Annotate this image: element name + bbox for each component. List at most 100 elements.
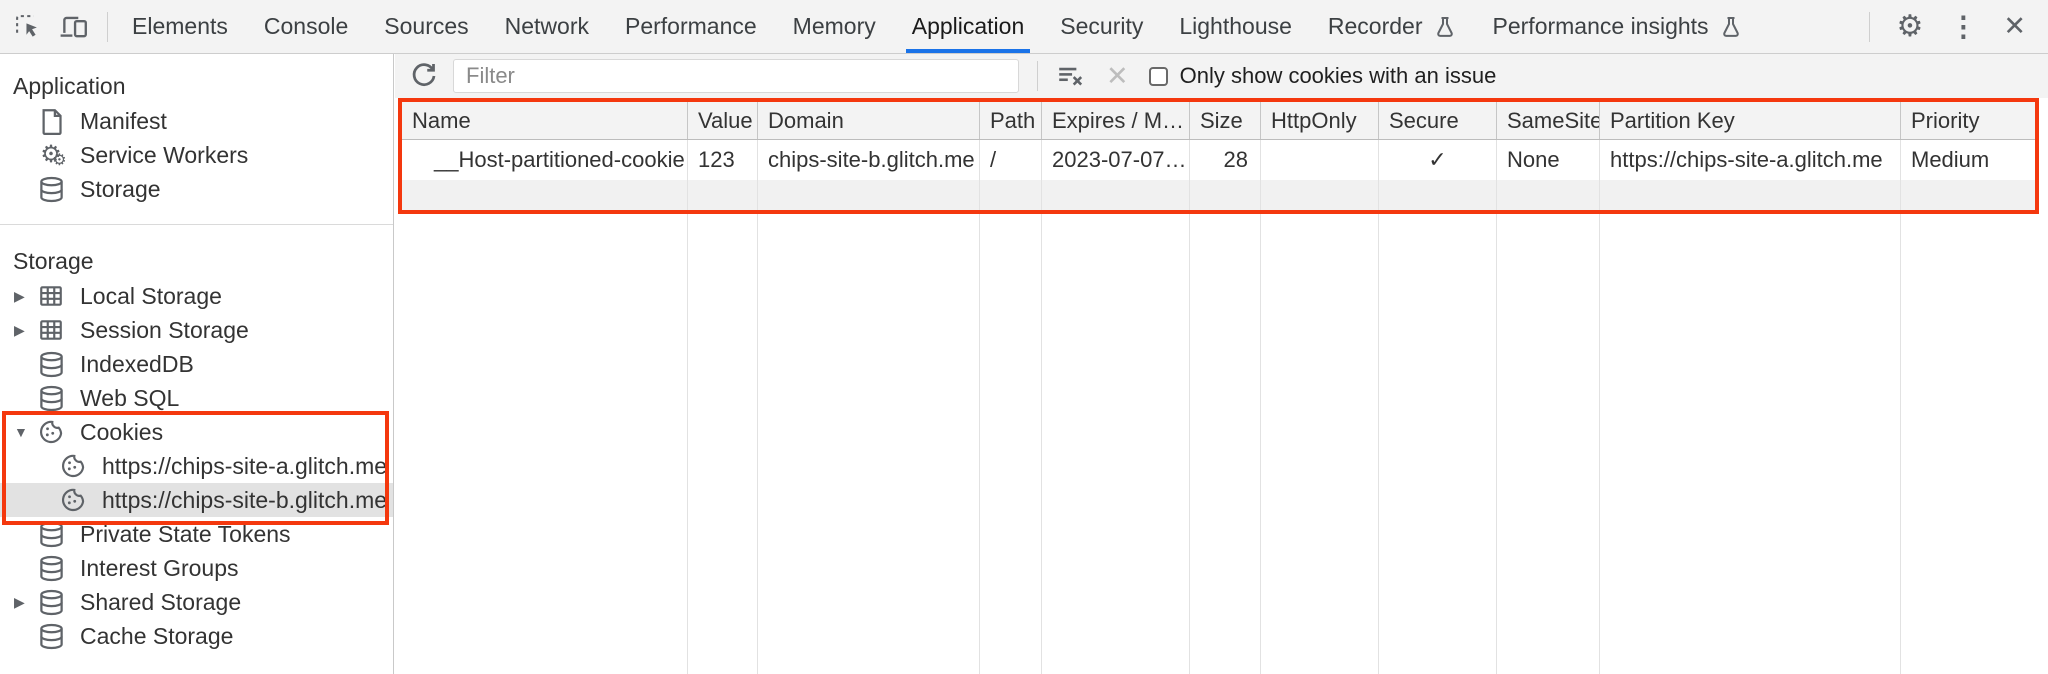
- sidebar-item-label: IndexedDB: [80, 350, 194, 377]
- inspect-element-icon[interactable]: [14, 13, 41, 40]
- settings-gear-icon[interactable]: ⚙: [1896, 9, 1924, 43]
- tab-label: Recorder: [1327, 13, 1423, 39]
- column-header-priority[interactable]: Priority: [1911, 107, 1980, 133]
- section-header-application: Application: [13, 72, 126, 99]
- sidebar-item-label: https://chips-site-b.glitch.me: [102, 486, 388, 513]
- tab-label: Application: [911, 13, 1025, 39]
- grid-column-line: [1379, 214, 1497, 674]
- database-icon: [36, 385, 66, 412]
- sidebar-item-https-chips-site-a-glitch-me[interactable]: https://chips-site-a.glitch.me: [0, 449, 393, 483]
- grid-column-line: [1190, 214, 1261, 674]
- expand-arrow-icon[interactable]: ▶: [14, 593, 25, 610]
- column-header-domain[interactable]: Domain: [758, 102, 980, 139]
- expand-arrow-icon[interactable]: ▶: [14, 287, 25, 304]
- grid-column-line: [402, 214, 688, 674]
- tab-label: Console: [263, 13, 349, 39]
- column-header-size[interactable]: Size: [1190, 102, 1261, 139]
- expand-arrow-icon[interactable]: ▶: [14, 321, 25, 338]
- devtools-tabbar: Elements Console Sources Network Performance…: [0, 0, 2048, 54]
- column-header-httponly[interactable]: HttpOnly: [1261, 102, 1379, 139]
- database-icon: [36, 555, 66, 582]
- device-toolbar-icon[interactable]: [59, 13, 89, 40]
- gears-icon: ⚙⚙: [40, 141, 67, 169]
- column-header-path[interactable]: Path: [980, 102, 1042, 139]
- grid-column-line: [688, 214, 758, 674]
- more-menu-icon[interactable]: ⋮: [1949, 10, 1978, 42]
- sidebar-item-session-storage[interactable]: ▶Session Storage: [0, 313, 393, 347]
- empty-cell: [758, 180, 980, 210]
- tab-label: Lighthouse: [1179, 13, 1292, 39]
- tab-elements[interactable]: Elements: [114, 0, 246, 53]
- sidebar-item-label: https://chips-site-a.glitch.me: [102, 452, 388, 479]
- sidebar-item-service-workers[interactable]: ⚙⚙ Service Workers: [0, 138, 393, 172]
- close-devtools-icon[interactable]: ✕: [2003, 11, 2026, 41]
- sidebar-item-label: Service Workers: [80, 141, 249, 168]
- column-header-secure[interactable]: Secure: [1379, 102, 1497, 139]
- tab-label: Memory: [792, 13, 876, 39]
- tab-console[interactable]: Console: [246, 0, 366, 53]
- sidebar-item-label: Storage: [80, 175, 161, 202]
- tab-performance[interactable]: Performance: [607, 0, 775, 53]
- tab-network[interactable]: Network: [487, 0, 607, 53]
- column-header-partition-key[interactable]: Partition Key: [1600, 102, 1901, 139]
- grid-column-line: [1901, 214, 2035, 674]
- only-issue-checkbox[interactable]: [1148, 66, 1168, 86]
- cell-name: __Host-partitioned-cookie: [402, 140, 688, 180]
- database-icon: [36, 589, 66, 616]
- sidebar-item-local-storage[interactable]: ▶Local Storage: [0, 279, 393, 313]
- tab-lighthouse[interactable]: Lighthouse: [1161, 0, 1310, 53]
- grid-column-line: [980, 214, 1042, 674]
- grid-icon: [36, 317, 66, 343]
- sidebar-item-cache-storage[interactable]: Cache Storage: [0, 619, 393, 653]
- sidebar-item-https-chips-site-b-glitch-me[interactable]: https://chips-site-b.glitch.me: [0, 483, 393, 517]
- tab-recorder[interactable]: Recorder: [1310, 0, 1475, 53]
- empty-cell: [980, 180, 1042, 210]
- column-header-name[interactable]: Name: [402, 102, 688, 139]
- tab-performance-insights[interactable]: Performance insights: [1475, 0, 1761, 53]
- tab-sources[interactable]: Sources: [366, 0, 486, 53]
- sidebar-item-label: Cache Storage: [80, 622, 234, 649]
- empty-cell: [688, 180, 758, 210]
- sidebar-item-label: Private State Tokens: [80, 520, 291, 547]
- sidebar-item-manifest[interactable]: Manifest: [0, 104, 393, 138]
- sidebar-item-label: Web SQL: [80, 384, 180, 411]
- database-icon: [36, 521, 66, 548]
- grid-column-line: [1042, 214, 1190, 674]
- sidebar-item-indexeddb[interactable]: IndexedDB: [0, 347, 393, 381]
- cookie-icon: [58, 453, 88, 479]
- sidebar-item-cookies[interactable]: ▼ Cookies: [0, 415, 393, 449]
- empty-cell: [1600, 180, 1901, 210]
- sidebar-item-web-sql[interactable]: Web SQL: [0, 381, 393, 415]
- sidebar-item-label: Cookies: [80, 418, 164, 445]
- tab-memory[interactable]: Memory: [775, 0, 894, 53]
- sidebar-item-shared-storage[interactable]: ▶ Shared Storage: [0, 585, 393, 619]
- sidebar-item-label: Shared Storage: [80, 588, 242, 615]
- collapse-arrow-icon[interactable]: ▼: [14, 424, 28, 440]
- clear-filter-icon[interactable]: [1056, 63, 1086, 89]
- delete-cookie-icon[interactable]: ✕: [1106, 60, 1129, 91]
- empty-row: [402, 180, 2035, 210]
- sidebar-item-storage[interactable]: Storage: [0, 172, 393, 206]
- column-header-samesite[interactable]: SameSite: [1497, 102, 1600, 139]
- cookies-toolbar: ✕ Only show cookies with an issue: [395, 54, 2048, 98]
- sidebar-item-private-state-tokens[interactable]: Private State Tokens: [0, 517, 393, 551]
- refresh-icon[interactable]: [409, 61, 439, 91]
- column-header-expires-m[interactable]: Expires / M…: [1042, 102, 1190, 139]
- tab-label: Network: [504, 13, 589, 39]
- toolbar-divider: [107, 11, 108, 42]
- cookie-icon: [36, 419, 66, 445]
- tab-security[interactable]: Security: [1042, 0, 1161, 53]
- flask-icon: [1433, 15, 1457, 39]
- column-header-value[interactable]: Value: [688, 102, 758, 139]
- sidebar-item-interest-groups[interactable]: Interest Groups: [0, 551, 393, 585]
- sidebar-item-label: Manifest: [80, 107, 167, 134]
- empty-cell: [1042, 180, 1190, 210]
- tab-application[interactable]: Application: [894, 0, 1043, 53]
- cookies-panel: ✕ Only show cookies with an issue NameVa…: [395, 54, 2048, 674]
- sidebar-item-label: Interest Groups: [80, 554, 239, 581]
- empty-cell: [1190, 180, 1261, 210]
- filter-input[interactable]: [453, 59, 1019, 93]
